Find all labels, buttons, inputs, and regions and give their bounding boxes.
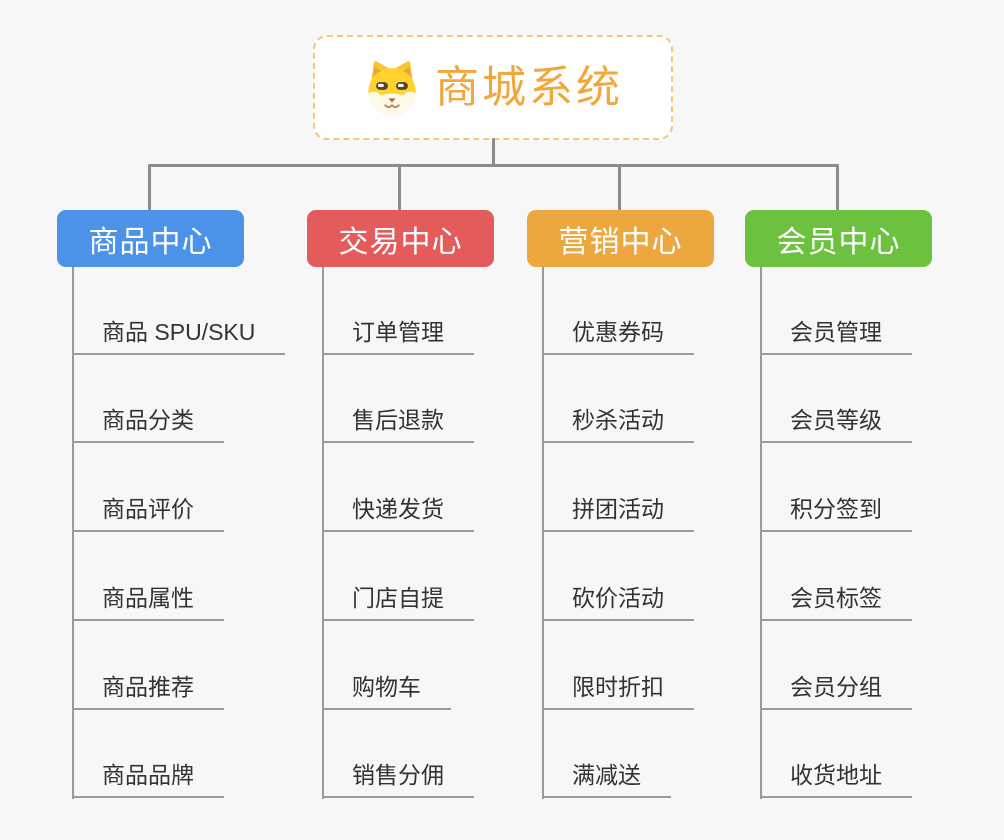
connector-drop-marketing — [618, 164, 621, 211]
root-node[interactable]: 商城系统 — [313, 35, 673, 140]
trunk-line-trade — [322, 267, 324, 799]
leaf-node[interactable]: 会员等级 — [760, 405, 912, 443]
branch-column-member: 会员中心 会员管理 会员等级 积分签到 会员标签 会员分组 收货地址 — [745, 210, 1004, 810]
leaf-node[interactable]: 会员管理 — [760, 317, 912, 355]
branch-node-marketing-center[interactable]: 营销中心 — [527, 210, 714, 267]
leaf-node[interactable]: 收货地址 — [760, 760, 912, 798]
connector-drop-trade — [398, 164, 401, 211]
connector-drop-member — [836, 164, 839, 211]
connector-root-stem — [492, 138, 495, 166]
leaf-node[interactable]: 商品推荐 — [72, 672, 224, 710]
leaf-node[interactable]: 会员分组 — [760, 672, 912, 710]
leaf-node[interactable]: 秒杀活动 — [542, 405, 694, 443]
trunk-line-marketing — [542, 267, 544, 799]
branch-column-marketing: 营销中心 优惠券码 秒杀活动 拼团活动 砍价活动 限时折扣 满减送 — [527, 210, 787, 810]
trunk-line-product — [72, 267, 74, 799]
leaf-node[interactable]: 订单管理 — [322, 317, 474, 355]
branch-node-member-center[interactable]: 会员中心 — [745, 210, 932, 267]
trunk-line-member — [760, 267, 762, 799]
leaf-node[interactable]: 优惠券码 — [542, 317, 694, 355]
leaf-node[interactable]: 商品 SPU/SKU — [72, 317, 286, 355]
connector-bus — [148, 164, 839, 167]
leaf-node[interactable]: 积分签到 — [760, 494, 912, 532]
leaf-node[interactable]: 商品属性 — [72, 583, 224, 621]
leaf-node[interactable]: 售后退款 — [322, 405, 474, 443]
leaf-node[interactable]: 商品分类 — [72, 405, 224, 443]
root-title: 商城系统 — [435, 62, 623, 112]
connector-drop-product — [148, 164, 151, 211]
branch-node-trade-center[interactable]: 交易中心 — [307, 210, 494, 267]
branch-column-trade: 交易中心 订单管理 售后退款 快递发货 门店自提 购物车 销售分佣 — [307, 210, 567, 810]
leaf-node[interactable]: 销售分佣 — [322, 760, 474, 798]
leaf-node[interactable]: 会员标签 — [760, 583, 912, 621]
leaf-node[interactable]: 门店自提 — [322, 583, 474, 621]
leaf-node[interactable]: 购物车 — [322, 672, 451, 710]
leaf-node[interactable]: 拼团活动 — [542, 494, 694, 532]
leaf-node[interactable]: 满减送 — [542, 760, 671, 798]
leaf-node[interactable]: 商品品牌 — [72, 760, 224, 798]
leaf-node[interactable]: 限时折扣 — [542, 672, 694, 710]
leaf-node[interactable]: 商品评价 — [72, 494, 224, 532]
shiba-dog-face-icon — [363, 59, 421, 117]
branch-node-product-center[interactable]: 商品中心 — [57, 210, 244, 267]
leaf-node[interactable]: 砍价活动 — [542, 583, 694, 621]
branch-column-product: 商品中心 商品 SPU/SKU 商品分类 商品评价 商品属性 商品推荐 商品品牌 — [57, 210, 317, 810]
leaf-node[interactable]: 快递发货 — [322, 494, 474, 532]
